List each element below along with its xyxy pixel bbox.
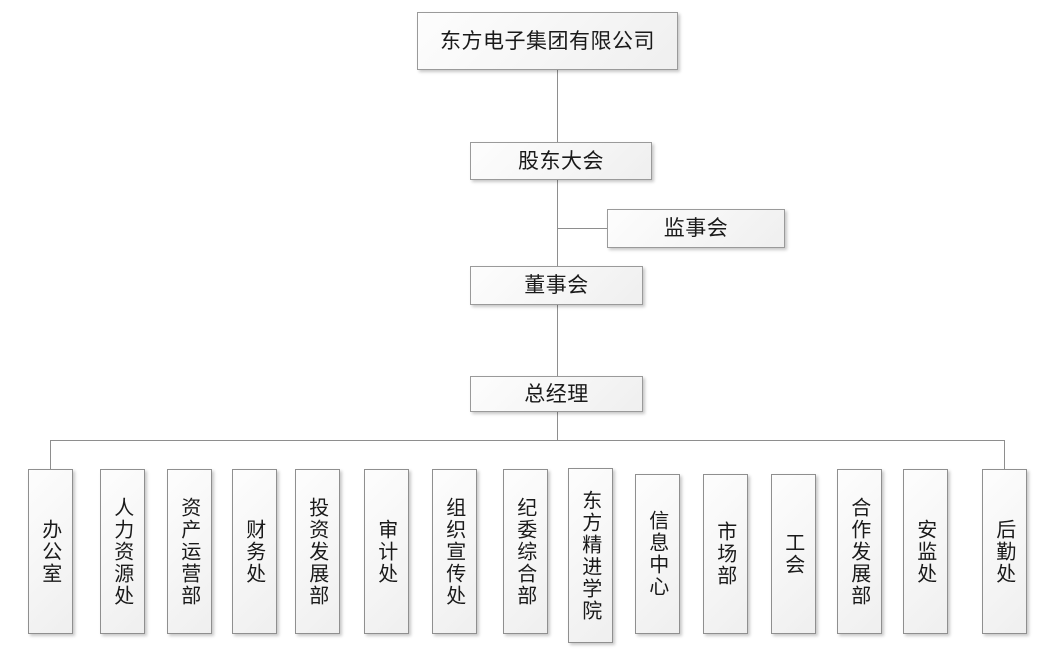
department-node-14[interactable]: 安监处 — [903, 469, 948, 634]
department-node-12[interactable]: 工会 — [771, 474, 816, 634]
connector-board-to-general-manager — [557, 305, 558, 376]
department-node-7[interactable]: 组织宣传处 — [432, 469, 477, 634]
department-node-5[interactable]: 投资发展部 — [295, 469, 340, 634]
department-node-9[interactable]: 东方精进学院 — [568, 468, 613, 643]
node-shareholders-meeting-label: 股东大会 — [518, 148, 604, 173]
node-board-of-supervisors-label: 监事会 — [663, 216, 729, 241]
node-company-label: 东方电子集团有限公司 — [440, 28, 655, 53]
department-label-14: 安监处 — [913, 518, 938, 585]
node-board-of-supervisors[interactable]: 监事会 — [607, 209, 785, 248]
department-label-15: 后勤处 — [992, 518, 1017, 585]
connector-shareholders-to-board — [557, 180, 558, 266]
department-label-6: 审计处 — [374, 518, 399, 585]
department-node-2[interactable]: 人力资源处 — [100, 469, 145, 634]
department-label-7: 组织宣传处 — [442, 496, 467, 607]
department-label-2: 人力资源处 — [110, 496, 135, 607]
department-label-12: 工会 — [781, 532, 806, 576]
department-node-8[interactable]: 纪委综合部 — [503, 469, 548, 634]
node-general-manager[interactable]: 总经理 — [470, 376, 643, 412]
connector-bus-to-first-department — [50, 440, 51, 469]
department-node-4[interactable]: 财务处 — [232, 469, 277, 634]
department-node-13[interactable]: 合作发展部 — [837, 469, 882, 634]
department-label-5: 投资发展部 — [305, 496, 330, 607]
department-label-9: 东方精进学院 — [578, 489, 603, 622]
connector-company-to-shareholders — [557, 70, 558, 142]
department-node-3[interactable]: 资产运营部 — [167, 469, 212, 634]
department-label-13: 合作发展部 — [847, 496, 872, 607]
node-shareholders-meeting[interactable]: 股东大会 — [470, 142, 652, 180]
connector-trunk-to-supervisors — [557, 228, 607, 229]
department-node-6[interactable]: 审计处 — [364, 469, 409, 634]
department-label-8: 纪委综合部 — [513, 496, 538, 607]
department-node-1[interactable]: 办公室 — [28, 469, 73, 634]
department-node-11[interactable]: 市场部 — [703, 474, 748, 634]
department-label-1: 办公室 — [38, 518, 63, 585]
department-label-10: 信息中心 — [645, 510, 670, 598]
connector-department-bus — [50, 440, 1005, 441]
department-node-10[interactable]: 信息中心 — [635, 474, 680, 634]
node-company[interactable]: 东方电子集团有限公司 — [417, 12, 678, 70]
node-board-of-directors-label: 董事会 — [524, 273, 589, 298]
department-label-4: 财务处 — [242, 518, 267, 585]
connector-gm-to-bus — [557, 412, 558, 440]
department-label-11: 市场部 — [713, 521, 738, 587]
node-general-manager-label: 总经理 — [524, 381, 589, 406]
connector-bus-to-last-department — [1004, 440, 1005, 469]
node-board-of-directors[interactable]: 董事会 — [470, 266, 643, 305]
department-node-15[interactable]: 后勤处 — [982, 469, 1027, 634]
department-label-3: 资产运营部 — [177, 496, 202, 607]
